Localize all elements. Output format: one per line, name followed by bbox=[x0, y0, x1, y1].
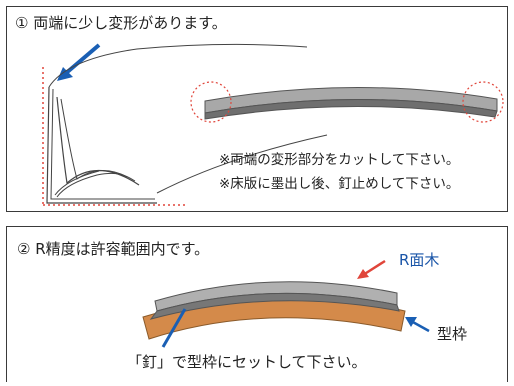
curved-strip-side bbox=[204, 99, 498, 120]
profile-top-arc bbox=[48, 43, 308, 88]
katawaku-label: 型枠 bbox=[437, 325, 468, 343]
profile-face bbox=[46, 86, 157, 204]
corner-arrow-head bbox=[57, 67, 73, 81]
warp-curve-3 bbox=[56, 172, 128, 198]
r-menki-arrow-shaft bbox=[362, 259, 386, 277]
note-nail-fix: ※床版に墨出し後、釘止めして下さい。 bbox=[219, 176, 460, 192]
nail-line bbox=[161, 308, 187, 348]
nail-caption: 「釘」で型枠にセットして下さい。 bbox=[127, 353, 367, 371]
left-end-circle bbox=[190, 81, 232, 123]
formwork-diagram bbox=[142, 259, 430, 348]
warp-curve-1 bbox=[56, 96, 140, 186]
katawaku-arrow-head bbox=[405, 317, 417, 327]
warp-curve-4 bbox=[54, 170, 100, 196]
panel-2-title: ② R精度は許容範囲内です。 bbox=[17, 240, 210, 258]
r-menki-side bbox=[149, 292, 400, 320]
panel-1-title: ① 両端に少し変形があります。 bbox=[15, 14, 227, 32]
warp-curve-2 bbox=[60, 98, 136, 182]
right-end-circle bbox=[462, 81, 504, 123]
deformation-diagram bbox=[42, 43, 504, 206]
panel-deformation: ① 両端に少し変形があります。 ※両端の変形部分をカットして下さい。 ※床版に墨… bbox=[6, 6, 508, 212]
r-menki-arrow-head bbox=[357, 269, 369, 279]
r-menki-label: R面木 bbox=[399, 251, 440, 269]
panel-r-accuracy: ② R精度は許容範囲内です。 R面木 型枠 「釘」で型枠にセットして下さい。 bbox=[6, 226, 508, 382]
katawaku-arrow-shaft bbox=[410, 319, 430, 333]
profile-bottom-arc bbox=[156, 134, 328, 194]
note-cut-ends: ※両端の変形部分をカットして下さい。 bbox=[219, 152, 460, 168]
profile-face-inner bbox=[50, 88, 155, 200]
corner-arrow-shaft bbox=[63, 43, 101, 76]
